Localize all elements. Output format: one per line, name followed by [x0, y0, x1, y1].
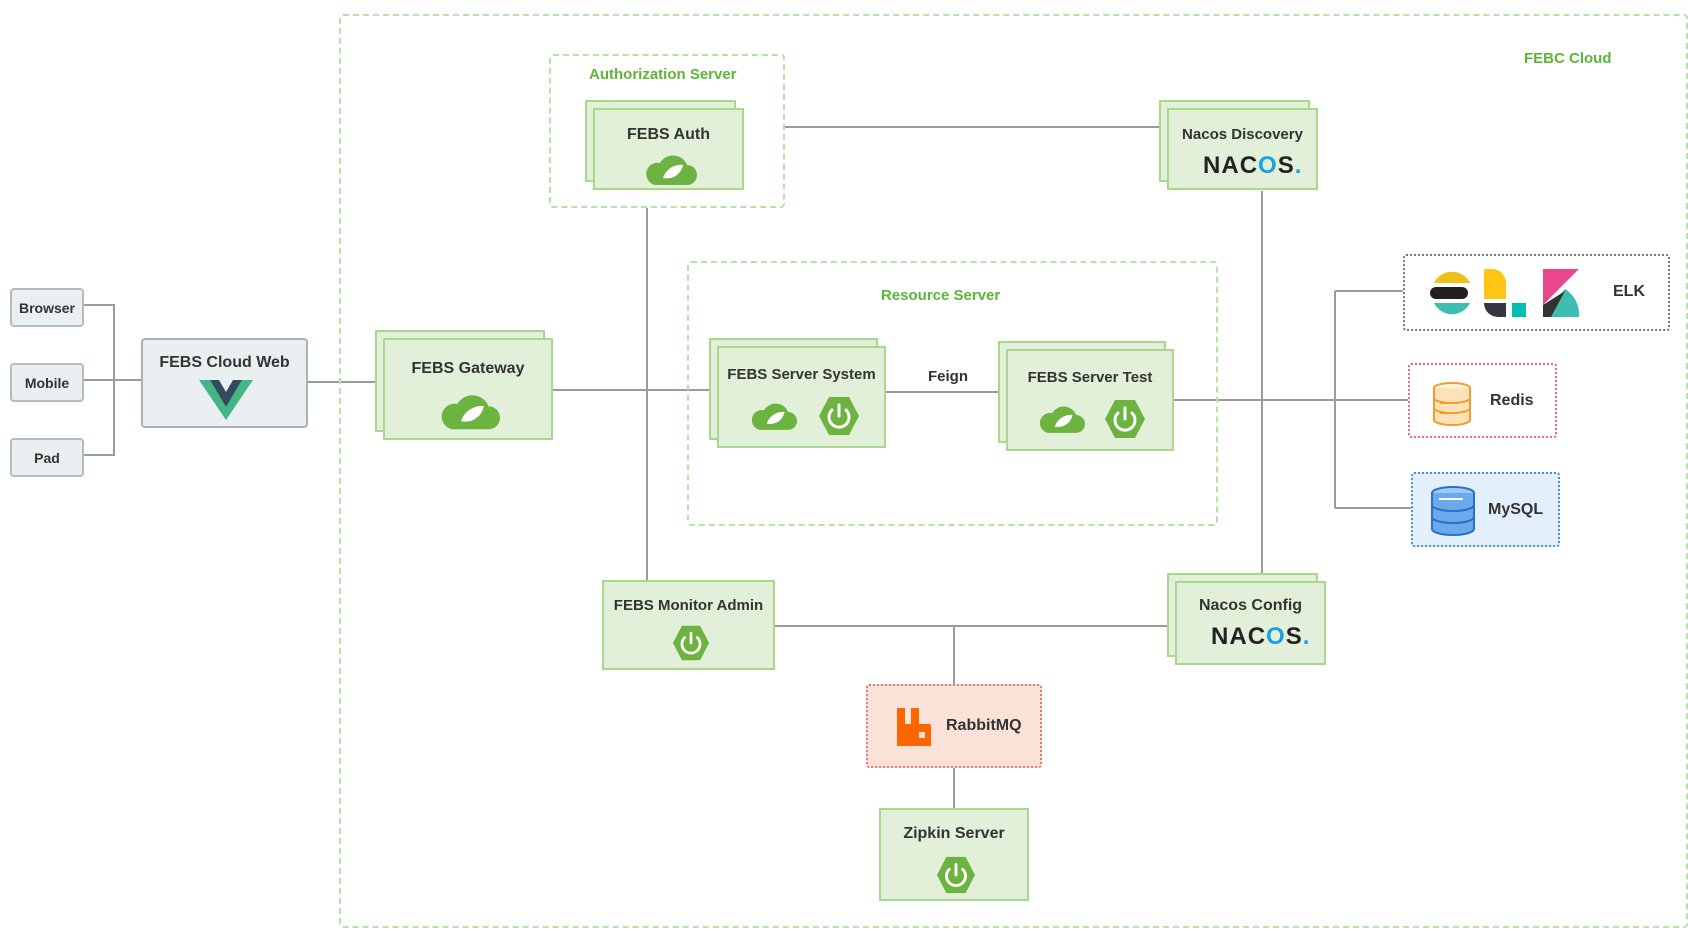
- nacos-logo-icon: NACOS.: [1203, 152, 1302, 180]
- febs-auth-title: FEBS Auth: [627, 126, 710, 143]
- kibana-icon: [1543, 269, 1580, 317]
- febs-server-system-title: FEBS Server System: [727, 366, 876, 383]
- febs-server-test-node: FEBS Server Test: [998, 341, 1174, 452]
- redis-node: Redis: [1408, 363, 1557, 438]
- mysql-database-icon: [1431, 486, 1475, 536]
- zipkin-server-title: Zipkin Server: [903, 825, 1005, 842]
- mobile-client: Mobile: [10, 363, 84, 402]
- febc-cloud-label: FEBC Cloud: [1524, 50, 1612, 67]
- spring-cloud-icon: [646, 155, 697, 185]
- elk-label: ELK: [1613, 283, 1645, 300]
- spring-cloud-icon: [751, 403, 797, 430]
- febs-server-system-node: FEBS Server System: [709, 338, 886, 449]
- resource-server-label: Resource Server: [881, 287, 1001, 304]
- mysql-label: MySQL: [1488, 501, 1544, 518]
- authorization-server-region: [549, 54, 785, 208]
- nacos-config-node: Nacos Config NACOS.: [1167, 573, 1327, 666]
- browser-client: Browser: [10, 288, 84, 327]
- febs-gateway-title: FEBS Gateway: [411, 360, 525, 377]
- nacos-logo-text: NACOS.: [1211, 623, 1311, 650]
- redis-label: Redis: [1490, 392, 1534, 409]
- pad-client: Pad: [10, 438, 84, 477]
- spring-cloud-icon: [1039, 406, 1085, 433]
- browser-client-label: Browser: [18, 299, 76, 316]
- vue-logo-icon: [199, 380, 253, 420]
- spring-boot-icon: [819, 397, 859, 435]
- spring-boot-icon: [1105, 400, 1145, 438]
- febs-server-test-title: FEBS Server Test: [1027, 369, 1153, 386]
- febs-monitor-admin-node: FEBS Monitor Admin: [602, 580, 775, 670]
- nacos-logo-text: NACOS.: [1203, 152, 1303, 179]
- febs-cloud-web-node: FEBS Cloud Web: [141, 338, 308, 428]
- rabbitmq-label: RabbitMQ: [946, 717, 1022, 734]
- elasticsearch-icon: [1430, 271, 1470, 315]
- rabbitmq-node: RabbitMQ: [866, 684, 1042, 768]
- spring-boot-icon: [672, 625, 710, 661]
- febc-cloud-region: [339, 14, 1688, 928]
- febs-monitor-admin-title: FEBS Monitor Admin: [613, 597, 764, 614]
- febs-gateway-node: FEBS Gateway: [375, 330, 553, 441]
- authorization-server-label: Authorization Server: [589, 66, 737, 83]
- nacos-discovery-node: Nacos Discovery NACOS.: [1159, 100, 1319, 192]
- nacos-discovery-title: Nacos Discovery: [1182, 126, 1303, 143]
- rabbitmq-icon: [897, 708, 931, 746]
- nacos-config-title: Nacos Config: [1198, 597, 1303, 614]
- febs-cloud-web-title: FEBS Cloud Web: [159, 354, 290, 371]
- mobile-client-label: Mobile: [24, 374, 70, 391]
- feign-edge-label: Feign: [928, 368, 968, 385]
- spring-boot-icon: [936, 856, 976, 894]
- logstash-icon: [1484, 269, 1526, 317]
- mysql-node: MySQL: [1411, 472, 1560, 547]
- nacos-logo-icon: NACOS.: [1211, 623, 1310, 651]
- pad-client-label: Pad: [34, 449, 60, 466]
- elk-node: ELK: [1403, 254, 1670, 331]
- spring-cloud-icon: [441, 395, 500, 430]
- redis-icon: [1433, 382, 1471, 426]
- zipkin-server-node: Zipkin Server: [879, 808, 1029, 901]
- febs-auth-node: FEBS Auth: [585, 100, 745, 192]
- resource-server-region: [687, 261, 1218, 526]
